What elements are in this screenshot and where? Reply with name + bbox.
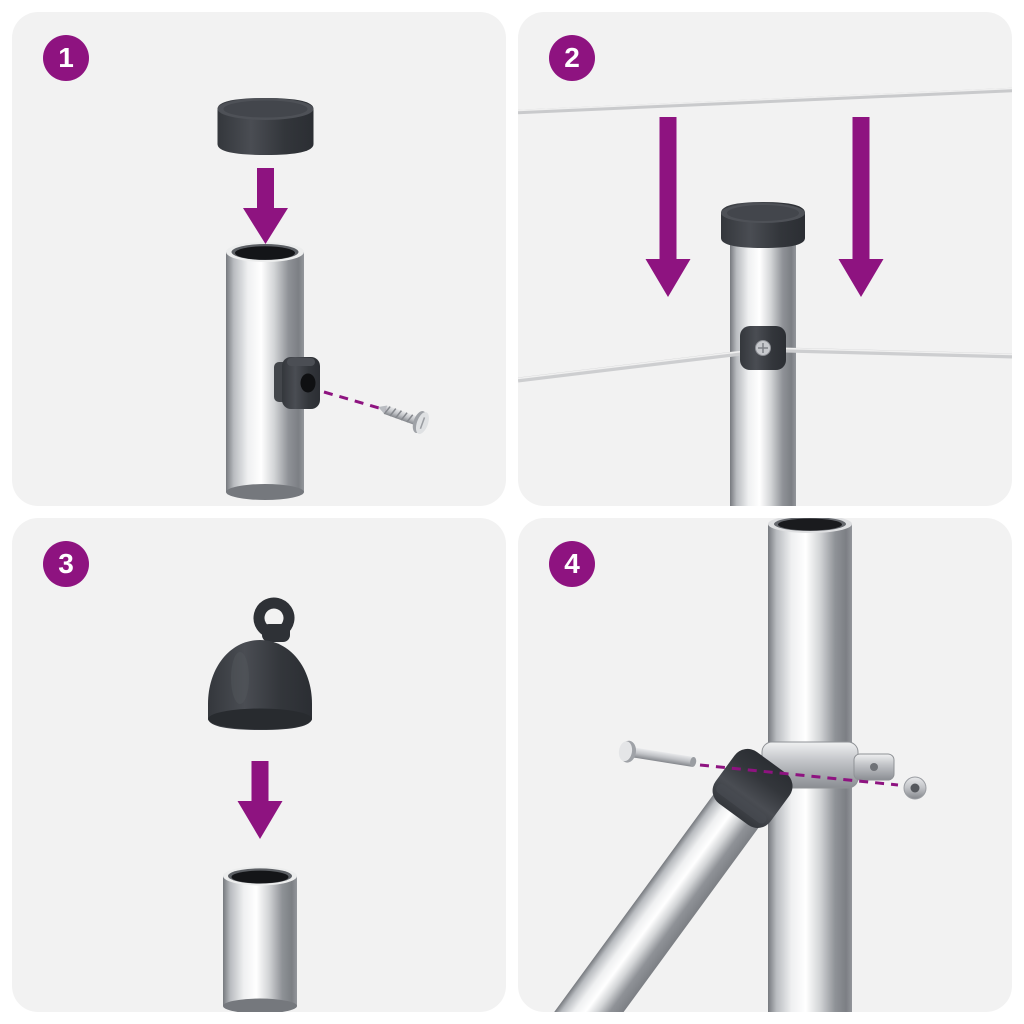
down-arrow-icon-left bbox=[645, 117, 691, 297]
down-arrow-icon bbox=[237, 761, 283, 839]
dashed-guide-line bbox=[323, 390, 387, 412]
down-arrow-icon bbox=[243, 168, 288, 244]
bolt bbox=[618, 740, 697, 767]
step-1-number-badge: 1 bbox=[43, 35, 89, 81]
nut bbox=[903, 776, 927, 800]
diagonal-brace bbox=[551, 748, 793, 1012]
step-4-illustration bbox=[551, 518, 927, 1012]
step-3-illustration bbox=[208, 597, 312, 1012]
step-2-illustration bbox=[518, 87, 1012, 506]
step-1-panel: 1 bbox=[12, 12, 506, 506]
tension-wire-top bbox=[518, 87, 1012, 115]
post-cap bbox=[217, 98, 314, 155]
post-cap bbox=[721, 202, 805, 248]
step-1-illustration bbox=[217, 98, 429, 500]
down-arrow-icon-right bbox=[838, 117, 884, 297]
screw bbox=[378, 405, 429, 435]
step-4-number-badge: 4 bbox=[549, 541, 595, 587]
metal-post bbox=[730, 244, 796, 506]
step-3-number-badge: 3 bbox=[43, 541, 89, 587]
eyelet-cap bbox=[208, 597, 312, 730]
screw-clamp-block bbox=[274, 357, 320, 409]
step-3-panel: 3 bbox=[12, 518, 506, 1012]
tension-wire-middle bbox=[518, 347, 1012, 383]
dashed-guide-line bbox=[699, 763, 899, 787]
metal-post bbox=[223, 866, 297, 1012]
step-2-panel: 2 bbox=[518, 12, 1012, 506]
step-4-panel: 4 bbox=[518, 518, 1012, 1012]
step-2-number-badge: 2 bbox=[549, 35, 595, 81]
wire-clip bbox=[740, 326, 786, 370]
